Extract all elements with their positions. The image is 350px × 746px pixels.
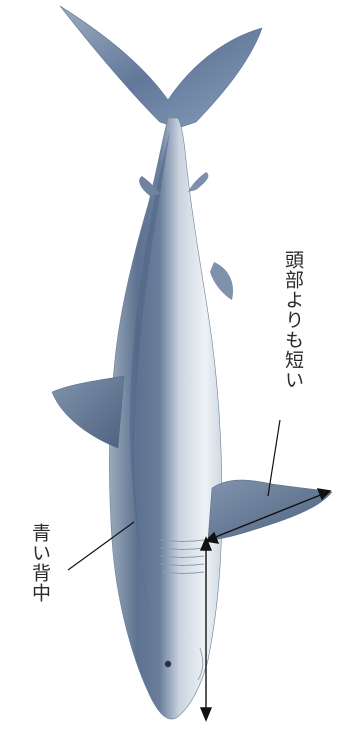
tail-fin <box>60 6 262 128</box>
dorsal-fin <box>52 376 124 448</box>
eye <box>165 661 171 667</box>
pectoral-fin <box>208 480 332 540</box>
anal-fin <box>188 172 208 192</box>
label-blue-back: 青い背中 <box>30 523 49 603</box>
pelvic-fin <box>210 262 233 300</box>
label-pectoral-fin-shorter-than-head: 頭部よりも短い <box>283 250 302 390</box>
shark-body <box>109 118 222 719</box>
